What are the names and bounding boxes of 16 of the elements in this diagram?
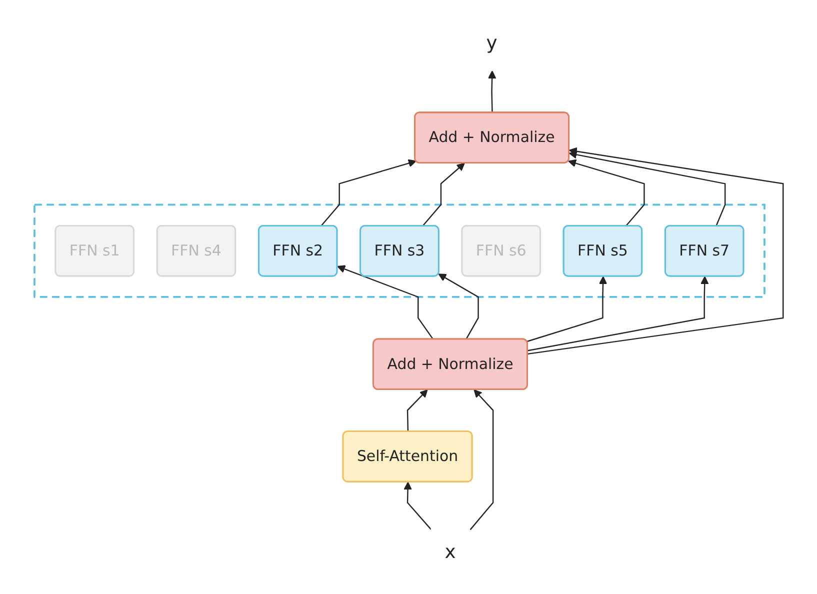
arrow — [422, 162, 465, 227]
arrow — [527, 276, 708, 352]
arrow — [438, 274, 479, 340]
cluster — [33, 204, 766, 298]
arrow — [336, 265, 434, 340]
arrow — [568, 150, 726, 226]
arrow — [470, 389, 494, 530]
arrow — [526, 276, 607, 342]
node-text: y — [486, 31, 497, 54]
arrow — [406, 389, 428, 432]
arrow — [527, 147, 784, 355]
node-text: x — [444, 540, 456, 563]
arrow — [403, 482, 432, 530]
arrow — [568, 159, 644, 227]
arrow — [488, 70, 496, 113]
arrow — [320, 159, 416, 227]
